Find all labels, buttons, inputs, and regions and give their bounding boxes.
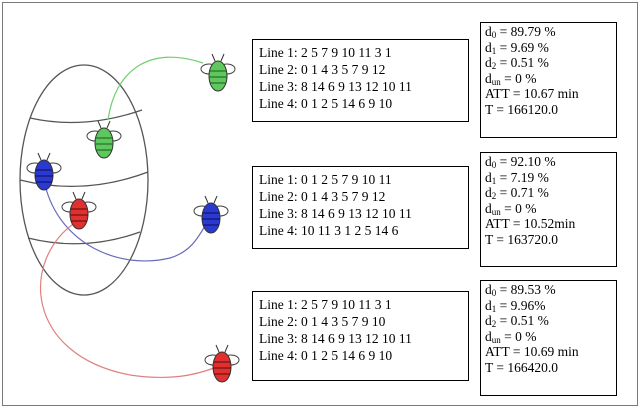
stat-d2: d2 = 0.51 %: [485, 55, 549, 72]
route-line: Line 4: 10 11 3 1 2 5 14 6: [259, 223, 399, 238]
stat-att: ATT = 10.52min: [485, 216, 576, 232]
route-line: Line 1: 0 1 2 5 7 9 10 11: [259, 172, 392, 187]
stat-dun: dun = 0 %: [485, 200, 537, 217]
stat-t: T = 163720.0: [485, 231, 558, 247]
red-path: [39, 221, 215, 379]
stat-dun: dun = 0 %: [485, 70, 537, 87]
stat-att: ATT = 10.67 min: [485, 86, 579, 102]
stat-d1: d1 = 7.19 %: [485, 169, 549, 186]
stat-d2: d2 = 0.71 %: [485, 185, 549, 202]
route-line: Line 1: 2 5 7 9 10 11 3 1: [259, 45, 392, 60]
stat-d1: d1 = 9.96%: [485, 297, 546, 314]
bee-icon: [61, 191, 97, 230]
stats-box: d0 = 89.53 % d1 = 9.96% d2 = 0.51 % dun …: [480, 280, 617, 396]
route-line: Line 1: 2 5 7 9 10 11 3 1: [259, 297, 392, 312]
hive: [19, 64, 149, 296]
bee-icon: [204, 344, 240, 383]
route-line: Line 4: 0 1 2 5 14 6 9 10: [259, 96, 393, 111]
bee-icon: [193, 195, 229, 234]
bee-icon: [200, 53, 236, 92]
stat-d2: d2 = 0.51 %: [485, 313, 549, 330]
stat-att: ATT = 10.69 min: [485, 344, 579, 360]
stat-d1: d1 = 9.69 %: [485, 39, 549, 56]
green-path: [107, 56, 204, 121]
bee-icon: [26, 152, 62, 191]
route-lines-box: Line 1: 2 5 7 9 10 11 3 1 Line 2: 0 1 4 …: [252, 291, 469, 381]
route-line: Line 2: 0 1 4 3 5 7 9 10: [259, 314, 386, 329]
route-lines-box: Line 1: 2 5 7 9 10 11 3 1 Line 2: 0 1 4 …: [252, 39, 469, 122]
stat-t: T = 166120.0: [485, 101, 558, 117]
route-line: Line 2: 0 1 4 3 5 7 9 12: [259, 62, 386, 77]
route-line: Line 3: 8 14 6 9 13 12 10 11: [259, 331, 412, 346]
route-line: Line 3: 8 14 6 9 13 12 10 11: [259, 79, 412, 94]
route-line: Line 4: 0 1 2 5 14 6 9 10: [259, 348, 393, 363]
stats-box: d0 = 92.10 % d1 = 7.19 % d2 = 0.71 % dun…: [480, 152, 617, 267]
figure-frame: [2, 2, 638, 406]
stat-d0: d0 = 92.10 %: [485, 154, 556, 170]
route-line: Line 2: 0 1 4 3 5 7 9 12: [259, 189, 386, 204]
stat-d0: d0 = 89.53 %: [485, 282, 556, 298]
stat-dun: dun = 0 %: [485, 328, 537, 345]
stat-d0: d0 = 89.79 %: [485, 24, 556, 40]
stats-box: d0 = 89.79 % d1 = 9.69 % d2 = 0.51 % dun…: [480, 22, 617, 138]
route-line: Line 3: 8 14 6 9 13 12 10 11: [259, 206, 412, 221]
route-lines-box: Line 1: 0 1 2 5 7 9 10 11 Line 2: 0 1 4 …: [252, 166, 469, 249]
bee-icon: [86, 120, 122, 159]
blue-path: [44, 184, 206, 262]
stat-t: T = 166420.0: [485, 359, 558, 375]
